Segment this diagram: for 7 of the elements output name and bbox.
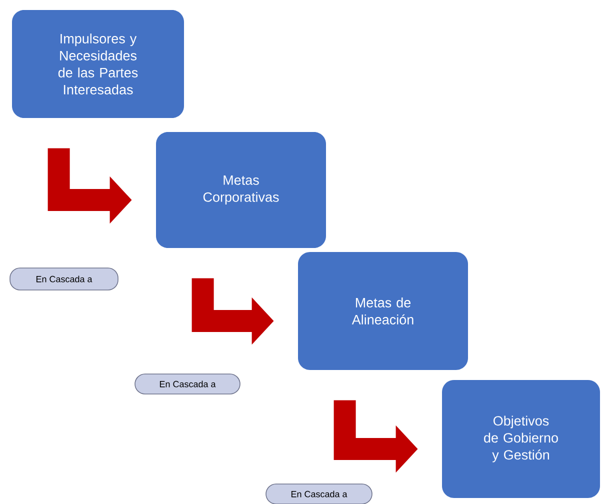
process-box: Objetivos de Gobierno y Gestión (442, 380, 600, 498)
cascade-label: En Cascada a (10, 268, 118, 290)
process-box: Metas de Alineación (298, 252, 468, 370)
cascade-label: En Cascada a (134, 374, 240, 394)
cascade-label: En Cascada a (266, 484, 372, 504)
process-box: Impulsores y Necesidades de las Partes Interesadas (12, 10, 184, 118)
process-box: Metas Corporativas (156, 132, 326, 248)
